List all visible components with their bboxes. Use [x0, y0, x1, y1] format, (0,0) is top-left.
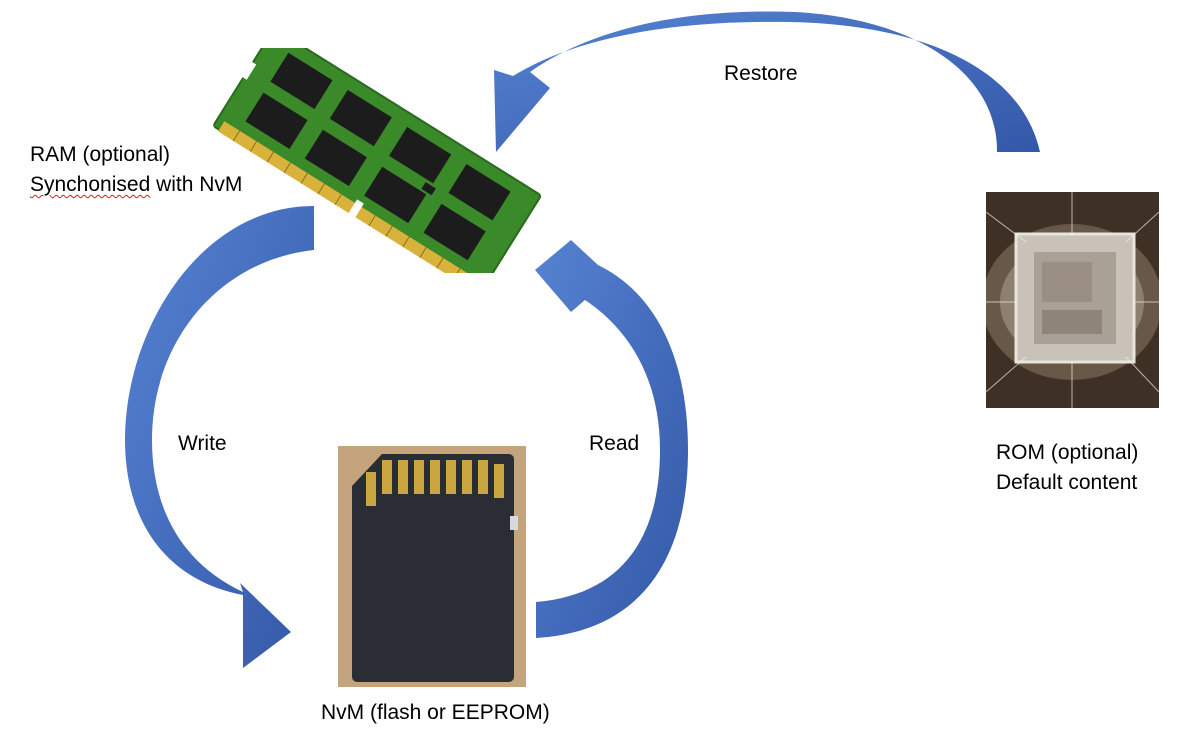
read-arrow — [535, 240, 688, 638]
read-label: Read — [589, 432, 640, 455]
ram-label: RAM (optional) Synchonised with NvM — [30, 140, 242, 200]
rom-label: ROM (optional) Default content — [996, 438, 1138, 498]
rom-label-line2: Default content — [996, 471, 1138, 494]
write-arrow — [125, 206, 314, 668]
nvm-label: NvM (flash or EEPROM) — [321, 701, 550, 724]
ram-label-misspelled-word: Synchonised — [30, 173, 151, 196]
sd-card-icon — [338, 446, 526, 687]
ram-label-line2: Synchonised with NvM — [30, 170, 242, 200]
chip-die-icon — [986, 192, 1159, 408]
rom-label-line1: ROM (optional) — [996, 441, 1139, 464]
restore-label: Restore — [724, 62, 798, 85]
write-label: Write — [178, 432, 227, 455]
ram-label-line2-rest: with NvM — [150, 173, 243, 196]
ram-label-line1: RAM (optional) — [30, 143, 171, 166]
ram-module-icon — [213, 48, 542, 273]
